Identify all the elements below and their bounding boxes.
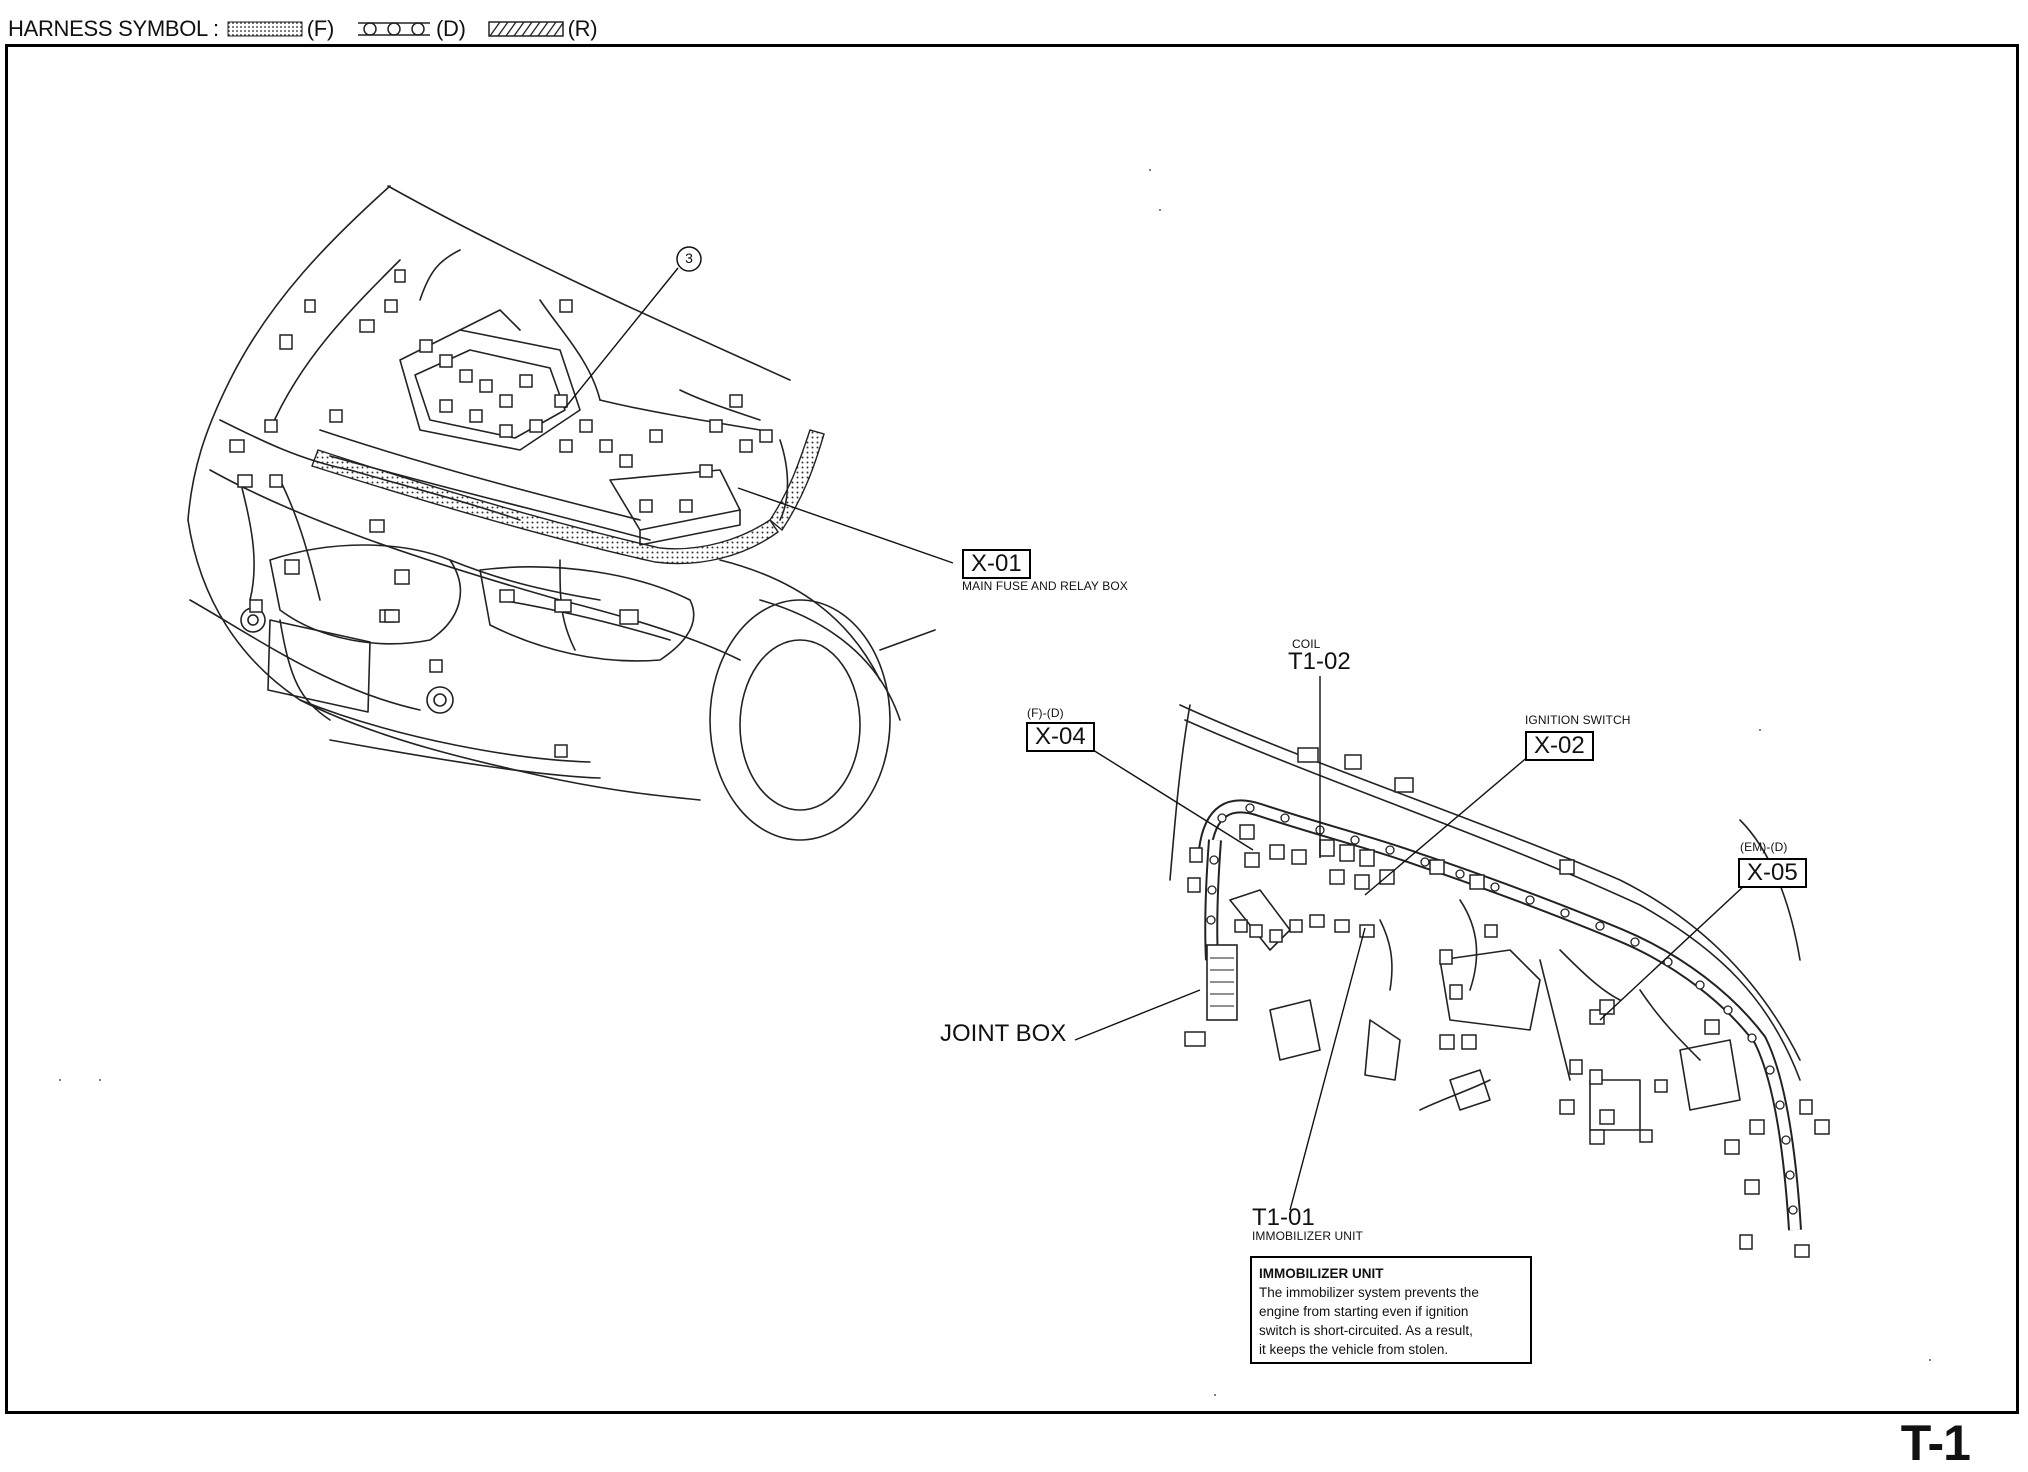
marker-3-label: 3 bbox=[685, 250, 693, 266]
connector-x01-code: X-01 bbox=[962, 549, 1031, 579]
note-line: it keeps the vehicle from stolen. bbox=[1259, 1342, 1449, 1357]
connector-x05-code: X-05 bbox=[1738, 858, 1807, 888]
note-line: switch is short-circuited. As a result, bbox=[1259, 1323, 1473, 1338]
harness-symbol-legend: HARNESS SYMBOL : (F) (D) (R) bbox=[8, 12, 598, 46]
joint-box-label: JOINT BOX bbox=[940, 1020, 1067, 1047]
connector-x04-code: X-04 bbox=[1026, 722, 1095, 752]
connector-x01-caption: MAIN FUSE AND RELAY BOX bbox=[962, 579, 1128, 593]
connector-t101-code: T1-01 bbox=[1252, 1204, 1315, 1231]
immobilizer-note: IMMOBILIZER UNIT The immobilizer system … bbox=[1250, 1256, 1532, 1364]
dashboard-drawing bbox=[1169, 704, 1801, 1131]
engine-connectors bbox=[229, 269, 773, 758]
note-line: engine from starting even if ignition bbox=[1259, 1304, 1469, 1319]
connector-x05-caption: (EM)-(D) bbox=[1740, 840, 1788, 854]
note-line: The immobilizer system prevents the bbox=[1259, 1285, 1479, 1300]
connector-t102-code: T1-02 bbox=[1288, 648, 1351, 675]
note-title: IMMOBILIZER UNIT bbox=[1259, 1266, 1384, 1281]
legend-code-f: (F) bbox=[306, 16, 335, 41]
connector-t102-caption: COIL bbox=[1292, 637, 1321, 651]
dashboard-leader-lines bbox=[1074, 676, 1746, 1211]
dashboard-harness-chain bbox=[1198, 799, 1802, 1231]
circle-chain-symbol-icon bbox=[357, 22, 430, 36]
chain-circles bbox=[1217, 803, 1798, 1215]
hatched-band-symbol-icon bbox=[487, 21, 564, 37]
engine-compartment-drawing bbox=[187, 185, 936, 841]
legend-label: HARNESS SYMBOL : bbox=[8, 16, 219, 41]
connector-x02-code: X-02 bbox=[1525, 731, 1594, 761]
page-id: T-1 bbox=[1900, 1415, 1971, 1471]
connector-x04-caption: (F)-(D) bbox=[1027, 706, 1064, 720]
engine-leader-lines bbox=[564, 267, 954, 564]
legend-code-d: (D) bbox=[435, 16, 466, 41]
legend-code-r: (R) bbox=[567, 16, 598, 41]
front-harness-band bbox=[311, 449, 779, 565]
marker-3-circle-icon bbox=[676, 246, 702, 272]
dotted-band-symbol-icon bbox=[227, 21, 303, 37]
connector-x02-caption: IGNITION SWITCH bbox=[1525, 713, 1631, 727]
diagram-frame bbox=[5, 44, 2019, 1414]
connector-t101-caption: IMMOBILIZER UNIT bbox=[1252, 1229, 1363, 1243]
